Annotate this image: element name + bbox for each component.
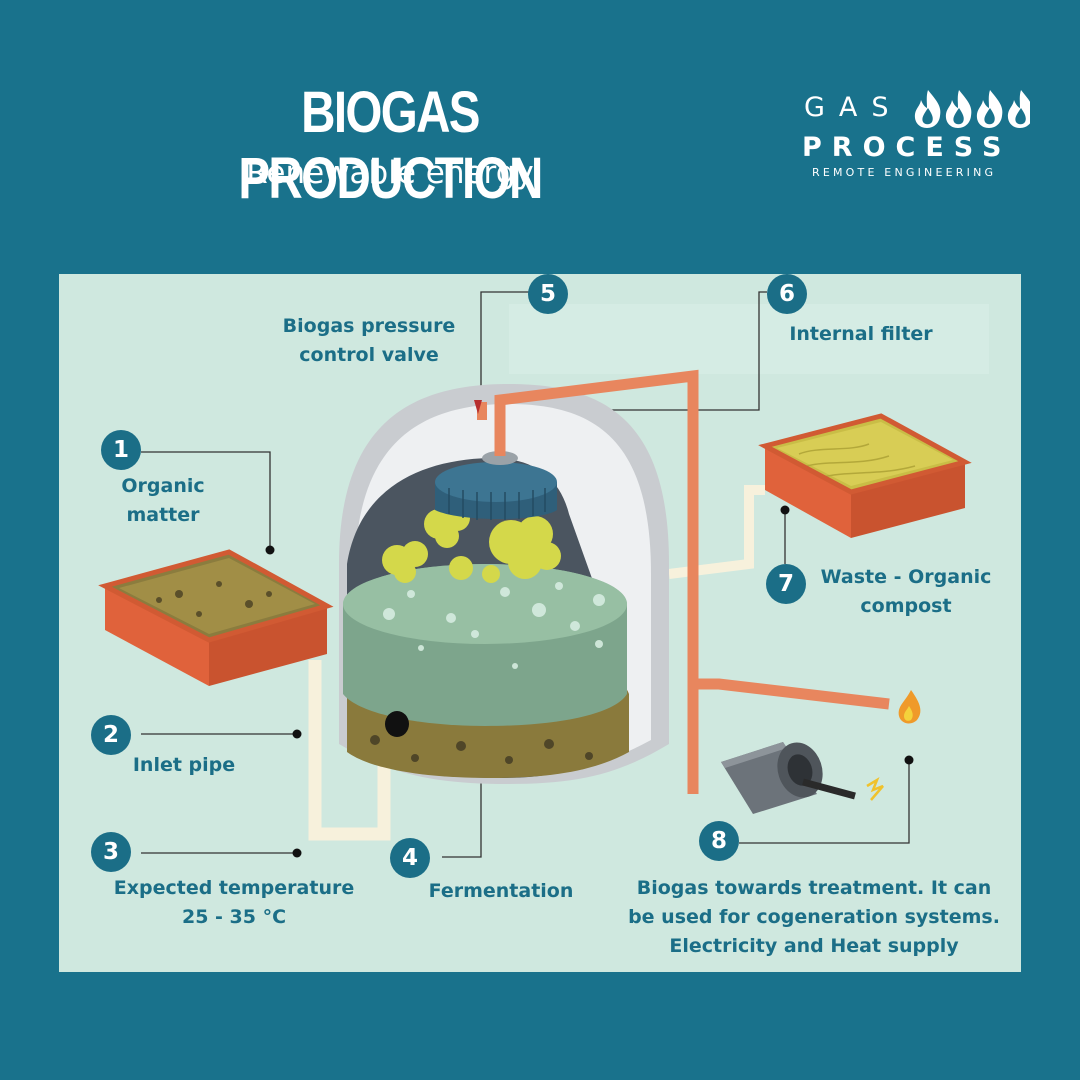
callout-label-8-line-1: Biogas towards treatment. It can (636, 877, 992, 899)
callout-label-7-line-1: Waste - Organic (820, 566, 992, 588)
diagram-panel: 1 2 3 4 5 6 7 8 Organic matter Inlet pip… (59, 274, 1021, 972)
callout-label-3: Expected temperature 25 - 35 °C (89, 874, 379, 932)
callout-label-8-line-3: Electricity and Heat supply (669, 935, 959, 957)
callout-label-5-line-1: Biogas pressure (282, 315, 456, 337)
callout-label-5-line-2: control valve (299, 344, 439, 366)
page-title: BIOGAS PRODUCTION (238, 80, 543, 211)
callout-label-7-line-2: compost (860, 595, 952, 617)
callout-label-4-line-1: Fermentation (428, 880, 574, 902)
callout-label-6: Internal filter (781, 320, 941, 349)
page-subtitle: Renewable energy (246, 155, 534, 191)
flames-icon (914, 90, 1030, 128)
callout-label-3-line-1: Expected temperature (113, 877, 355, 899)
callout-badge-3: 3 (91, 832, 131, 872)
callout-label-7: Waste - Organic compost (811, 563, 1001, 621)
logo-gas-text: GAS (804, 92, 903, 123)
logo-remote-text: REMOTE ENGINEERING (812, 166, 997, 179)
callout-label-2-line-1: Inlet pipe (132, 754, 236, 776)
callout-badge-4: 4 (390, 838, 430, 878)
callout-label-8: Biogas towards treatment. It can be used… (623, 874, 1005, 961)
callout-label-1-line-1: Organic (121, 475, 205, 497)
callout-badge-6: 6 (767, 274, 807, 314)
callout-label-2: Inlet pipe (119, 751, 249, 780)
logo-process-text: PROCESS (802, 132, 1012, 163)
callout-badge-1: 1 (101, 430, 141, 470)
callout-label-5: Biogas pressure control valve (269, 312, 469, 370)
callout-label-1: Organic matter (99, 472, 227, 530)
callout-label-1-line-2: matter (126, 504, 200, 526)
callout-badge-2: 2 (91, 715, 131, 755)
callout-badge-5: 5 (528, 274, 568, 314)
callout-badge-8: 8 (699, 821, 739, 861)
callout-label-4: Fermentation (419, 877, 583, 906)
biogas-plant-illustration (98, 291, 989, 858)
callout-label-8-line-2: be used for cogeneration systems. (628, 906, 1000, 928)
callout-badge-7: 7 (766, 564, 806, 604)
callout-label-3-line-2: 25 - 35 °C (181, 906, 287, 928)
gas-process-logo: GAS PROCESS REMOTE ENGINEERING (800, 86, 1040, 186)
callout-label-6-line-1: Internal filter (789, 323, 933, 345)
